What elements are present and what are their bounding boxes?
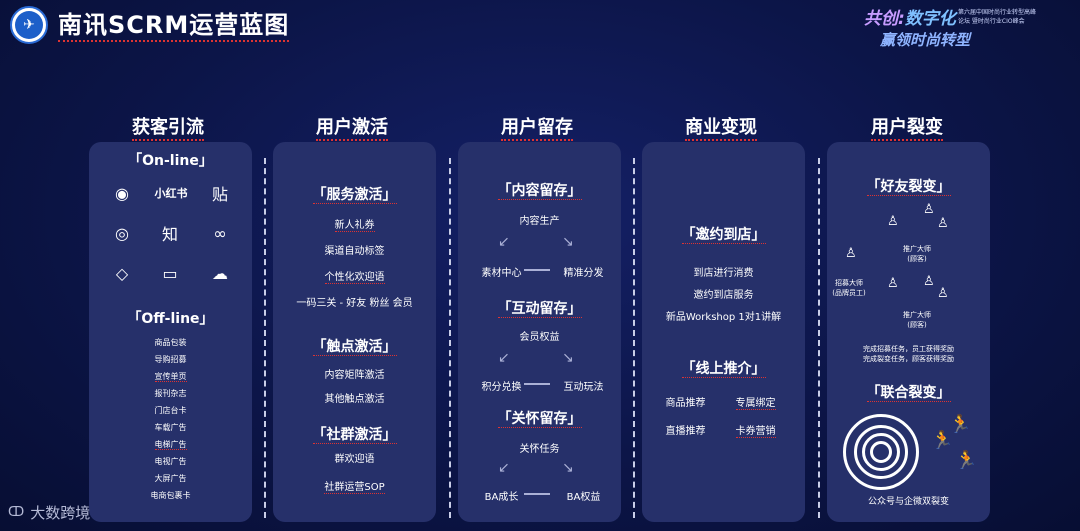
- activation-item: 社群运营SOP: [273, 478, 436, 493]
- wechat-icon: ☁: [207, 262, 233, 284]
- running-person-icon: 🏃: [955, 450, 977, 471]
- monetization-item: 新品Workshop 1对1讲解: [642, 308, 805, 323]
- cycle-top: 会员权益: [458, 328, 621, 343]
- online-promo-title: 「线上推介」: [642, 358, 805, 378]
- page-title: 南讯SCRM运营蓝图: [58, 10, 289, 42]
- friend-referral-title: 「好友裂变」: [827, 176, 990, 196]
- offline-item: 大屏广告: [89, 473, 252, 484]
- cycle-top: 关怀任务: [458, 440, 621, 455]
- target-rings-icon: [843, 414, 919, 490]
- divider: [449, 158, 451, 518]
- offline-item: 门店台卡: [89, 405, 252, 416]
- heading-activation: 用户激活: [272, 113, 432, 139]
- interaction-retention-title: 「互动留存」: [458, 298, 621, 318]
- community-activation-title: 「社群激活」: [273, 424, 436, 444]
- card-activation: 「服务激活」 新人礼券 渠道自动标签 个性化欢迎语 一码三关 - 好友 粉丝 会…: [273, 142, 436, 522]
- offline-item: 电梯广告: [89, 439, 252, 450]
- person-icon: ♙: [937, 216, 949, 231]
- arrow-icon: ↘: [562, 460, 574, 476]
- arrow-icon: ↙: [498, 234, 510, 250]
- arrow-icon: ↙: [498, 460, 510, 476]
- offline-title: 「Off-line」: [89, 308, 252, 328]
- activation-item: 群欢迎语: [273, 450, 436, 465]
- diamond-icon: ◇: [109, 262, 135, 284]
- person-icon: ♙: [923, 274, 935, 289]
- brand-line-2: 赢领时尚转型: [880, 29, 1044, 50]
- person-icon: ♙: [937, 286, 949, 301]
- monetization-item: 邀约到店服务: [642, 286, 805, 301]
- card-referral: 「好友裂变」 ♙ 招募大师(品牌员工) ♙ ♙ ♙ 推广大师(顾客) ♙ ♙ ♙…: [827, 142, 990, 522]
- monitor-icon: ▭: [157, 262, 183, 284]
- monetization-item: 到店进行消费: [642, 264, 805, 279]
- divider: [818, 158, 820, 518]
- offline-item: 电商包裹卡: [89, 490, 252, 501]
- meta-icon: ∞: [207, 222, 233, 244]
- touchpoint-activation-title: 「触点激活」: [273, 336, 436, 356]
- company-logo: ✈: [10, 6, 48, 44]
- cycle-right: 互动玩法: [502, 378, 665, 393]
- xiaohongshu-icon: 小红书: [149, 182, 193, 204]
- cycle-right: 精准分发: [502, 264, 665, 279]
- tieba-icon: 贴: [207, 182, 233, 204]
- monetization-item: 专属绑定: [674, 394, 837, 409]
- zhihu-icon: 知: [157, 222, 183, 244]
- activation-item: 个性化欢迎语: [273, 268, 436, 283]
- offline-item: 报刊杂志: [89, 388, 252, 399]
- heading-retention: 用户留存: [457, 113, 617, 139]
- card-retention: 「内容留存」 内容生产 ↙ ↘ 素材中心 精准分发 「互动留存」 会员权益 ↙ …: [458, 142, 621, 522]
- watermark-logo-icon: ↀ: [8, 505, 24, 520]
- promoter-label: 推广大师(顾客): [887, 310, 947, 330]
- divider: [264, 158, 266, 518]
- arrow-icon: ↘: [562, 350, 574, 366]
- promoter-label: 推广大师(顾客): [887, 244, 947, 264]
- activation-item: 一码三关 - 好友 粉丝 会员: [273, 294, 436, 309]
- joint-referral-title: 「联合裂变」: [827, 382, 990, 402]
- bird-icon: ✈: [15, 11, 43, 39]
- offline-item: 车载广告: [89, 422, 252, 433]
- offline-item: 导购招募: [89, 354, 252, 365]
- offline-item: 电视广告: [89, 456, 252, 467]
- person-icon: ♙: [845, 246, 857, 261]
- divider: [633, 158, 635, 518]
- person-icon: ♙: [923, 202, 935, 217]
- referral-note: 完成招募任务，员工获得奖励完成裂变任务，顾客获得奖励: [827, 344, 990, 364]
- content-retention-title: 「内容留存」: [458, 180, 621, 200]
- offline-item: 商品包装: [89, 337, 252, 348]
- online-title: 「On-line」: [89, 150, 252, 170]
- monetization-item: 卡券营销: [674, 422, 837, 437]
- footer-watermark: ↀ 大数跨境: [8, 502, 90, 523]
- card-acquisition: 「On-line」 ◉ 小红书 贴 ◎ 知 ∞ ◇ ▭ ☁ 「Off-line」…: [89, 142, 252, 522]
- person-icon: ♙: [887, 214, 899, 229]
- brand-mini-text: 第六届中国时尚行业转型高峰论坛 暨时尚行业CIO峰会: [958, 8, 1038, 26]
- activation-item: 新人礼券: [273, 216, 436, 231]
- event-brand: 共创:数字化 赢领时尚转型 第六届中国时尚行业转型高峰论坛 暨时尚行业CIO峰会: [864, 4, 1044, 48]
- store-invite-title: 「邀约到店」: [642, 224, 805, 244]
- offline-item: 宣传单页: [89, 371, 252, 382]
- activation-item: 内容矩阵激活: [273, 366, 436, 381]
- weibo-icon: ◉: [109, 182, 135, 204]
- care-retention-title: 「关怀留存」: [458, 408, 621, 428]
- watermark-text: 大数跨境: [30, 502, 90, 523]
- arrow-icon: ↘: [562, 234, 574, 250]
- card-monetization: 「邀约到店」 到店进行消费 邀约到店服务 新品Workshop 1对1讲解 「线…: [642, 142, 805, 522]
- heading-referral: 用户裂变: [827, 113, 987, 139]
- activation-item: 其他触点激活: [273, 390, 436, 405]
- wechat-channel-icon: ◎: [109, 222, 135, 244]
- cycle-top: 内容生产: [458, 212, 621, 227]
- heading-monetization: 商业变现: [641, 113, 801, 139]
- joint-referral-caption: 公众号与企微双裂变: [827, 494, 990, 507]
- person-icon: ♙: [887, 276, 899, 291]
- recruiter-label: 招募大师(品牌员工): [819, 278, 879, 298]
- activation-item: 渠道自动标签: [273, 242, 436, 257]
- heading-acquisition: 获客引流: [88, 113, 248, 139]
- arrow-icon: ↙: [498, 350, 510, 366]
- cycle-right: BA权益: [502, 488, 665, 503]
- service-activation-title: 「服务激活」: [273, 184, 436, 204]
- running-person-icon: 🏃: [949, 414, 971, 435]
